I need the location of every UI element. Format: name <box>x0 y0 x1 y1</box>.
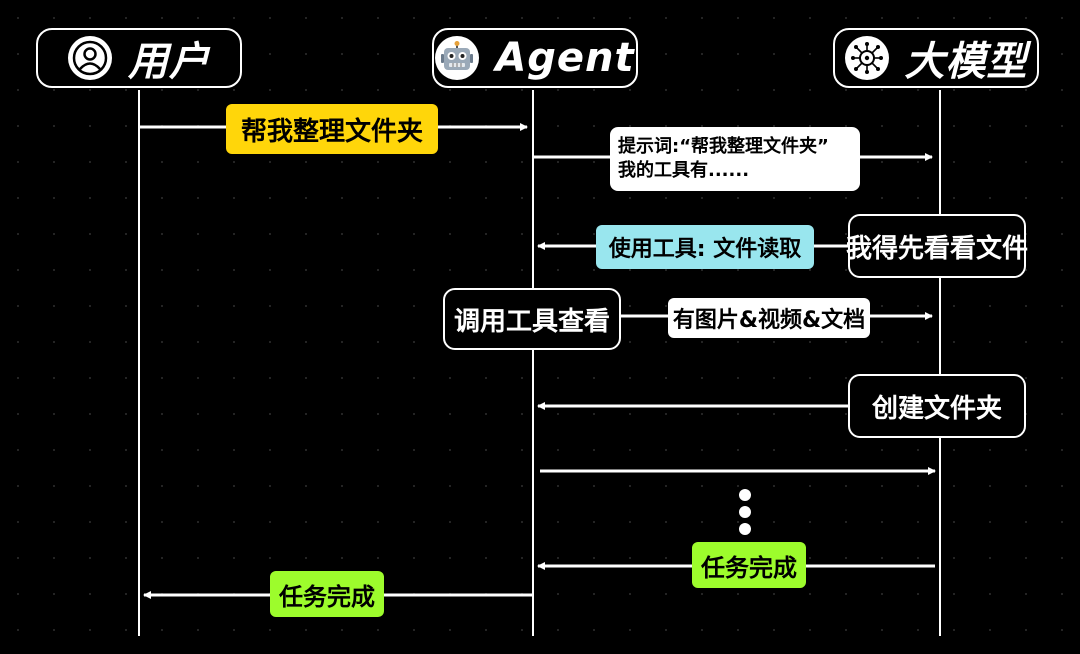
label-task-done-model: 任务完成 <box>692 542 806 588</box>
ellipsis-dot <box>739 523 751 535</box>
user-icon <box>68 36 112 80</box>
actor-agent-name: Agent <box>495 35 635 81</box>
actor-llm: 大模型 <box>833 28 1039 88</box>
actor-user-name: 用户 <box>128 39 210 85</box>
actor-agent: Agent <box>432 28 638 88</box>
label-prompt-line2: 我的工具有...... <box>618 160 750 181</box>
label-prompt: 提示词:“帮我整理文件夹” 我的工具有...... <box>610 127 860 191</box>
ellipsis-dot <box>739 506 751 518</box>
label-user-request: 帮我整理文件夹 <box>226 104 438 154</box>
box-model-create: 创建文件夹 <box>848 374 1026 438</box>
box-model-think: 我得先看看文件 <box>846 214 1028 278</box>
robot-icon <box>435 36 480 80</box>
ai-brain-icon <box>844 36 889 80</box>
label-prompt-line1: 提示词:“帮我整理文件夹” <box>618 136 829 157</box>
ellipsis-dot <box>739 489 751 501</box>
actor-llm-name: 大模型 <box>904 39 1028 85</box>
label-tool-result: 有图片&视频&文档 <box>668 298 870 338</box>
box-agent-call-tool: 调用工具查看 <box>443 288 621 350</box>
label-task-done-user: 任务完成 <box>270 571 384 617</box>
actor-user: 用户 <box>36 28 242 88</box>
label-tool-use: 使用工具: 文件读取 <box>596 225 814 269</box>
